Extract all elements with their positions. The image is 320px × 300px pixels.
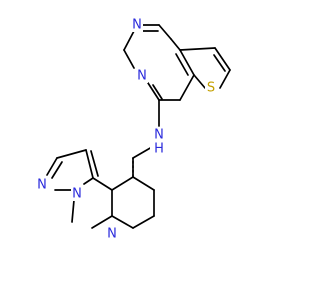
atom-n-pyrazole-top: N — [36, 178, 48, 193]
bond — [213, 54, 226, 72]
bond — [147, 82, 160, 101]
bond — [91, 215, 113, 229]
atom-n-pyrazole-methyl: N — [71, 187, 83, 202]
bond — [71, 199, 75, 223]
bond — [132, 215, 155, 229]
atom-labels: N N S N H N N N — [36, 18, 217, 242]
atom-n-pyrazole-top-text: N — [37, 178, 47, 193]
bond — [152, 84, 163, 100]
bond — [83, 177, 94, 185]
bond — [123, 30, 135, 51]
atom-n-pyrimidine-top-text: N — [132, 18, 142, 33]
bond — [85, 149, 94, 179]
bond — [56, 149, 87, 159]
atom-n-pyrimidine-top: N — [131, 18, 143, 33]
bond — [214, 47, 231, 71]
atom-n-piperidine-text: N — [107, 227, 117, 242]
atom-amine-h-text: H — [154, 142, 164, 157]
bond — [111, 176, 134, 191]
bond — [193, 74, 206, 89]
bond — [123, 49, 135, 69]
bond — [158, 24, 172, 40]
bond — [219, 69, 231, 89]
atom-s-thiophene: S — [205, 80, 217, 96]
atom-n-pyrimidine-left-text: N — [137, 69, 147, 84]
bond — [132, 146, 153, 159]
bond — [179, 74, 195, 101]
atom-n-piperidine: N — [106, 227, 118, 242]
bond — [46, 157, 58, 176]
bond — [92, 177, 113, 191]
bond — [179, 49, 195, 76]
molecule-structure: N N S N H N N N — [36, 18, 231, 242]
bond — [51, 161, 63, 179]
atom-amine-nh: N H — [150, 127, 168, 157]
atom-amine-n-text: N — [154, 128, 164, 143]
atom-n-pyrazole-methyl-text: N — [72, 187, 82, 202]
atom-n-pyrimidine-left: N — [136, 69, 148, 84]
bond — [170, 38, 181, 51]
bond — [111, 215, 134, 229]
bonds — [46, 24, 231, 229]
bond — [132, 176, 155, 191]
bond — [179, 47, 216, 51]
bond — [90, 150, 99, 177]
atom-s-thiophene-text: S — [207, 81, 215, 96]
bond — [175, 53, 189, 76]
